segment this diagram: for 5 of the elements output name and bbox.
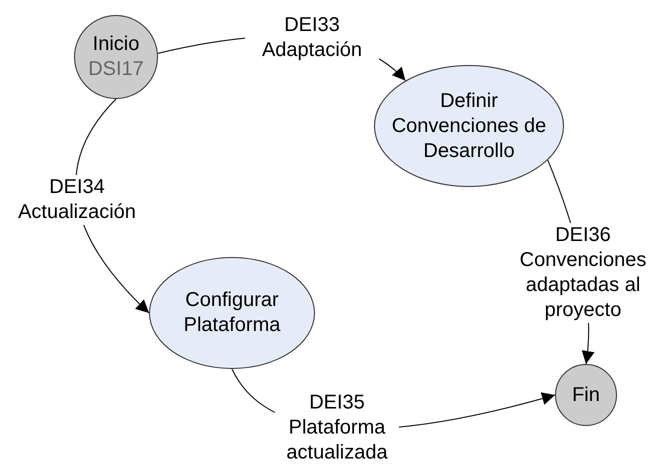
node-label: Inicio xyxy=(92,32,140,57)
node-label: Fin xyxy=(571,382,601,408)
node-code: DSI17 xyxy=(87,57,145,82)
node-label: Definir Convenciones de Desarrollo xyxy=(390,88,548,164)
node-label: Configurar Plataforma xyxy=(182,288,282,338)
